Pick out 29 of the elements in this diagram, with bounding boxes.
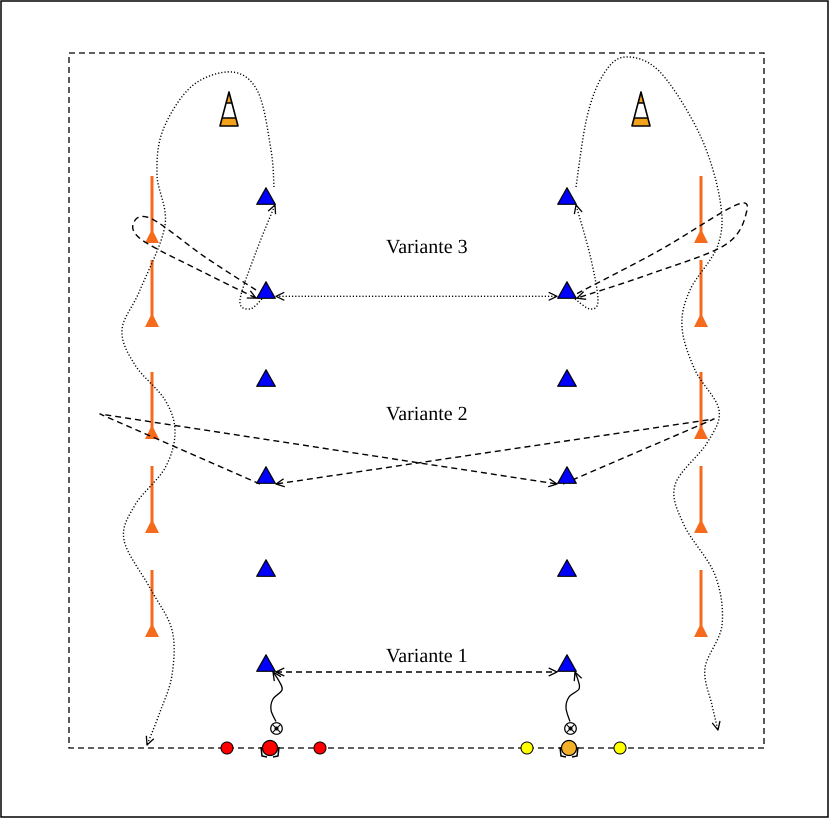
cone-icon bbox=[557, 466, 577, 484]
cone-icon bbox=[557, 559, 577, 577]
dotted-arrow bbox=[575, 56, 724, 731]
dotted-arrow bbox=[239, 204, 276, 310]
dashed-arrow bbox=[132, 216, 257, 299]
dashed-arrow bbox=[99, 413, 558, 488]
dashed-arrow bbox=[275, 418, 715, 488]
ball-icon bbox=[270, 722, 282, 734]
variant-label: Variante 2 bbox=[386, 402, 468, 426]
ball-icon bbox=[564, 722, 576, 734]
arrow bbox=[270, 671, 283, 722]
variant-label: Variante 1 bbox=[386, 644, 468, 668]
cone-icon bbox=[557, 281, 577, 299]
dashed-arrow bbox=[576, 202, 748, 300]
dotted-arrow bbox=[121, 71, 275, 746]
cone-icon bbox=[256, 466, 276, 484]
cone-icon bbox=[256, 654, 276, 672]
cone-icon bbox=[557, 369, 577, 387]
cone-icon bbox=[256, 187, 276, 205]
arrow bbox=[565, 671, 582, 722]
dotted-double-arrow bbox=[275, 292, 558, 301]
dotted-arrow bbox=[574, 204, 599, 310]
cone-icon bbox=[256, 559, 276, 577]
cone-icon bbox=[557, 187, 577, 205]
cone-icon bbox=[557, 654, 577, 672]
dashed-double-arrow bbox=[275, 667, 558, 677]
cone-icon bbox=[256, 281, 276, 299]
cone-icon bbox=[256, 369, 276, 387]
variant-label: Variante 3 bbox=[386, 236, 468, 258]
